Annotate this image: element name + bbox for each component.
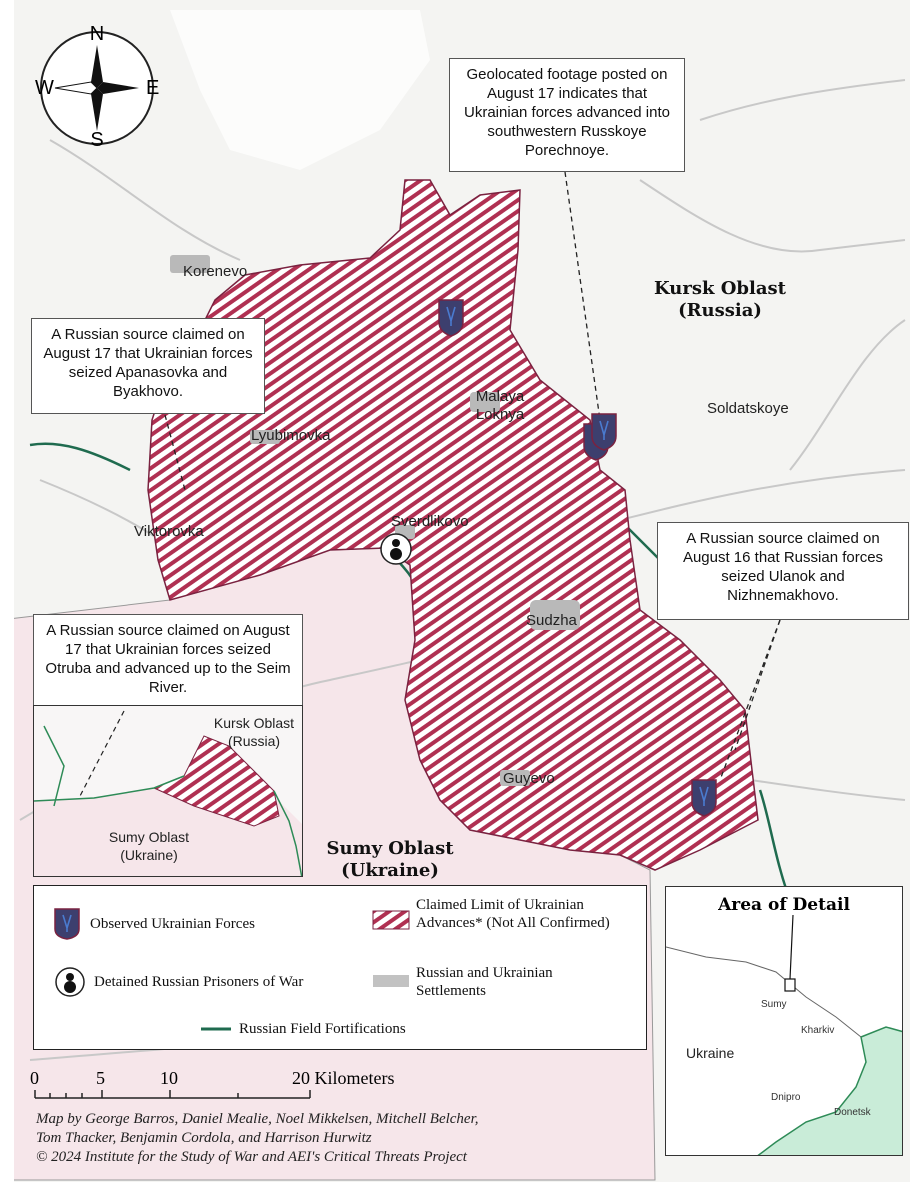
legend-observed-text: Observed Ukrainian Forces — [90, 916, 255, 932]
inset-sumy: Sumy — [761, 999, 787, 1010]
place-viktorovka: Viktorovka — [134, 523, 204, 540]
shield-icon — [54, 908, 80, 940]
legend-settlements-text: Russian and Ukrainian Settlements — [416, 965, 553, 999]
pow-icon — [55, 967, 85, 997]
inset-dnipro: Dnipro — [771, 1092, 801, 1103]
legend-pow-text: Detained Russian Prisoners of War — [94, 974, 304, 990]
legend-settlements: Russian and Ukrainian Settlements — [372, 964, 616, 1000]
inset-sumy-label: Sumy Oblast (Ukraine) — [108, 829, 190, 863]
scale-bar: 0 5 10 20 Kilometers — [30, 1068, 394, 1099]
scale-0: 0 — [30, 1068, 39, 1088]
place-sverdlikovo: Sverdlikovo — [391, 513, 469, 530]
legend-claimed-text: Claimed Limit of Ukrainian Advances* (No… — [416, 897, 610, 931]
callout-apanasovka: A Russian source claimed on August 17 th… — [31, 318, 265, 414]
compass-rose-icon: N S E W — [35, 23, 159, 150]
place-guyevo: Guyevo — [503, 770, 555, 787]
credit-line-3: © 2024 Institute for the Study of War an… — [36, 1149, 467, 1165]
credit-line-1: Map by George Barros, Daniel Mealie, Noe… — [36, 1111, 479, 1127]
hatch-swatch-icon — [372, 910, 410, 930]
inset-donetsk: Donetsk — [834, 1107, 871, 1118]
compass-n: N — [90, 23, 104, 45]
inset-title: Area of Detail — [718, 895, 850, 915]
fortification-line-icon — [201, 1027, 231, 1031]
inset-kursk-label: Kursk Oblast (Russia) — [213, 715, 295, 749]
legend-claimed: Claimed Limit of Ukrainian Advances* (No… — [372, 896, 636, 932]
scale-5: 5 — [96, 1068, 105, 1088]
settlement-swatch-icon — [373, 975, 409, 987]
place-soldatskoye: Soldatskoye — [707, 400, 789, 417]
compass-s: S — [90, 129, 103, 150]
inset-right-graphic — [666, 914, 902, 1155]
compass-e: E — [146, 77, 159, 99]
claimed-advance-area — [147, 179, 759, 871]
scale-10: 10 — [160, 1068, 178, 1088]
callout-russkoye: Geolocated footage posted on August 17 i… — [449, 58, 685, 172]
legend-fortifications-text: Russian Field Fortifications — [239, 1021, 406, 1037]
callout-otruba: A Russian source claimed on August 17 th… — [33, 614, 303, 706]
place-korenevo: Korenevo — [183, 263, 248, 280]
credit-line-2: Tom Thacker, Benjamin Cordola, and Harri… — [36, 1130, 372, 1146]
legend-fortifications: Russian Field Fortifications — [199, 1020, 406, 1038]
place-lyubimovka: Lyubimovka — [251, 427, 331, 444]
inset-area-of-detail: Area of Detail Sumy Kharkiv Ukraine Dnip… — [665, 886, 903, 1156]
inset-left-graphic — [34, 710, 302, 876]
terrain-highlight — [170, 10, 430, 170]
legend-pow: Detained Russian Prisoners of War — [54, 966, 303, 998]
inset-ukraine: Ukraine — [686, 1045, 735, 1061]
scale-20: 20 Kilometers — [292, 1068, 394, 1088]
left-margin — [0, 0, 14, 1182]
legend: Observed Ukrainian Forces Claimed Limit … — [33, 885, 647, 1050]
compass-w: W — [35, 77, 54, 99]
place-malaya-loknya: Malaya Loknya — [475, 388, 525, 423]
legend-observed: Observed Ukrainian Forces — [54, 908, 255, 940]
callout-leaders — [164, 171, 781, 781]
map-credit: Map by George Barros, Daniel Mealie, Noe… — [36, 1110, 479, 1167]
inset-kharkiv: Kharkiv — [801, 1025, 835, 1036]
inset-overview-map: Kursk Oblast (Russia) Sumy Oblast (Ukrai… — [33, 705, 303, 877]
callout-ulanok: A Russian source claimed on August 16 th… — [657, 522, 909, 620]
place-sudzha: Sudzha — [526, 612, 577, 629]
region-kursk: Kursk Oblast (Russia) — [654, 278, 786, 321]
region-sumy: Sumy Oblast (Ukraine) — [326, 838, 454, 881]
